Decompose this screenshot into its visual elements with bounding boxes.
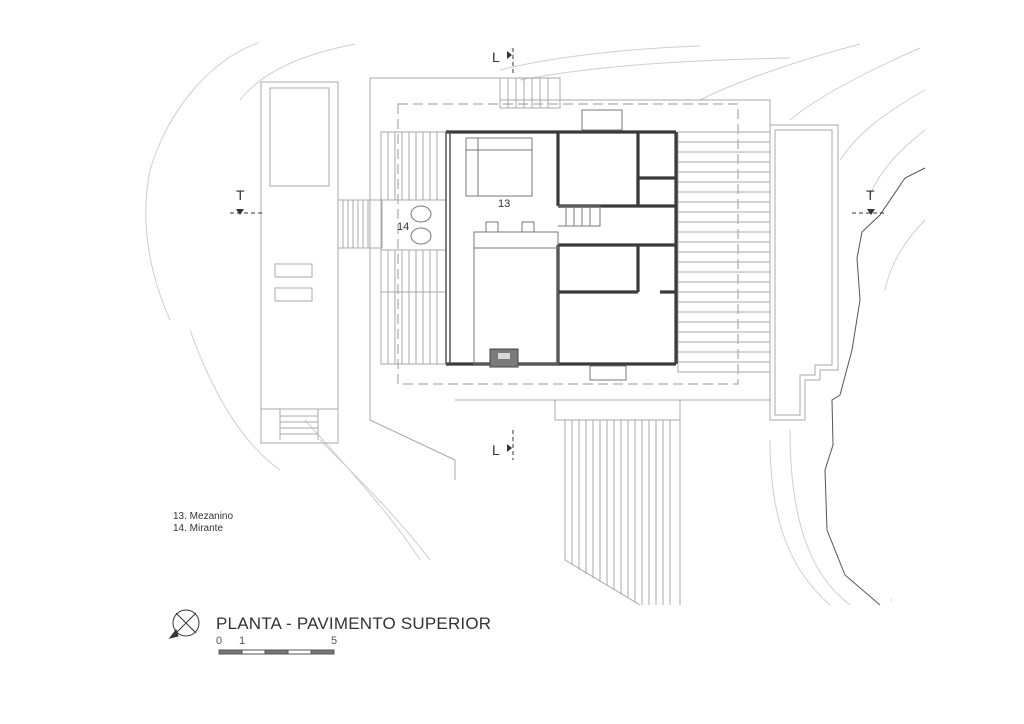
legend-item-mezanino: 13. Mezanino	[173, 511, 234, 522]
room-tag-mirante: 14	[397, 221, 409, 233]
scale-label-5: 5	[331, 635, 338, 647]
section-arrow-icon	[867, 209, 875, 215]
pool-annex	[260, 81, 339, 444]
section-mark-l-top: L	[492, 48, 514, 74]
entry-stair	[499, 77, 561, 109]
legend-item-mirante: 14. Mirante	[173, 523, 224, 534]
scale-bar	[218, 649, 335, 655]
section-mark-t-right: T	[852, 187, 884, 215]
section-arrow-icon	[507, 51, 512, 59]
fireplace-opening	[498, 353, 510, 359]
scale-label-1: 1	[239, 635, 246, 647]
section-mark-label: T	[866, 187, 875, 203]
glazing-left	[445, 132, 451, 364]
lower-terrace-stairs	[564, 420, 681, 606]
mezzanine-furniture	[465, 109, 627, 381]
terrain-contours	[145, 42, 926, 606]
section-mark-label: T	[236, 187, 245, 203]
section-arrow-icon	[236, 209, 244, 215]
lounge-chairs	[410, 205, 432, 245]
section-arrow-icon	[507, 444, 512, 452]
section-mark-l-bottom: L	[492, 430, 514, 460]
section-mark-label: L	[492, 49, 500, 65]
retaining-wall-block	[769, 124, 839, 421]
right-deck	[677, 131, 771, 373]
scale-label-0: 0	[216, 635, 223, 647]
section-mark-label: L	[492, 442, 500, 458]
ground-edge	[824, 167, 926, 606]
roof-outline	[397, 103, 739, 385]
left-deck	[380, 131, 447, 365]
bridge-stair	[337, 199, 383, 249]
section-mark-t-left: T	[230, 187, 262, 215]
north-arrow-icon	[168, 609, 200, 639]
drawing-title: PLANTA - PAVIMENTO SUPERIOR	[216, 614, 492, 633]
room-tag-mezanino: 13	[498, 198, 510, 210]
